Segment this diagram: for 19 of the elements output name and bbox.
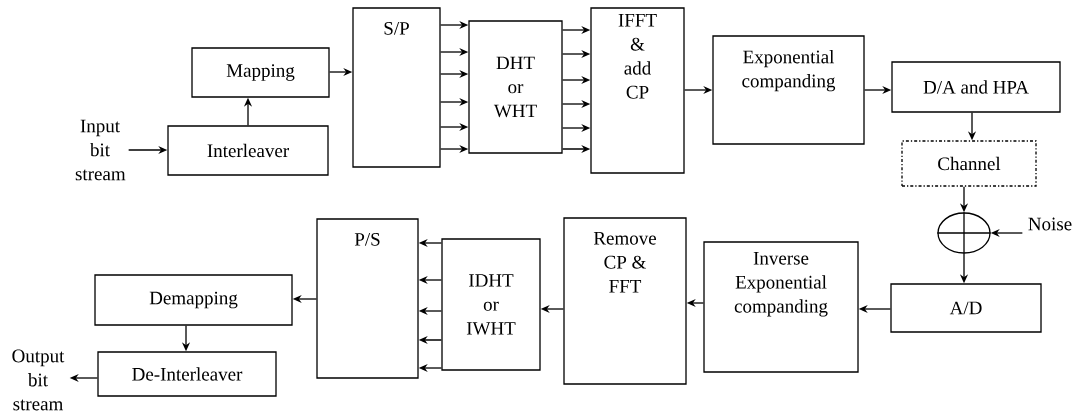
process-box: P/S (316, 218, 419, 379)
output-label: Output bit stream (12, 349, 65, 411)
process-box: Exponential companding (712, 35, 865, 145)
process-box: D/A and HPA (891, 61, 1061, 113)
process-box: Remove CP & FFT (563, 217, 687, 385)
noise-label: Noise (1028, 217, 1072, 231)
process-box: Mapping (191, 47, 330, 98)
process-box: DHT or WHT (468, 20, 563, 154)
process-box: Demapping (94, 274, 293, 326)
process-box: IDHT or IWHT (441, 238, 541, 371)
process-box: De-Interleaver (97, 351, 277, 397)
process-box: IFFT & add CP (590, 7, 685, 174)
channel-box: Channel (901, 140, 1037, 187)
process-box: A/D (890, 283, 1042, 333)
process-box: S/P (352, 7, 441, 168)
input-label: Input bit stream (75, 119, 126, 181)
process-box: Inverse Exponential companding (703, 241, 859, 373)
adder-symbol (936, 211, 992, 255)
process-box: Interleaver (167, 125, 329, 176)
